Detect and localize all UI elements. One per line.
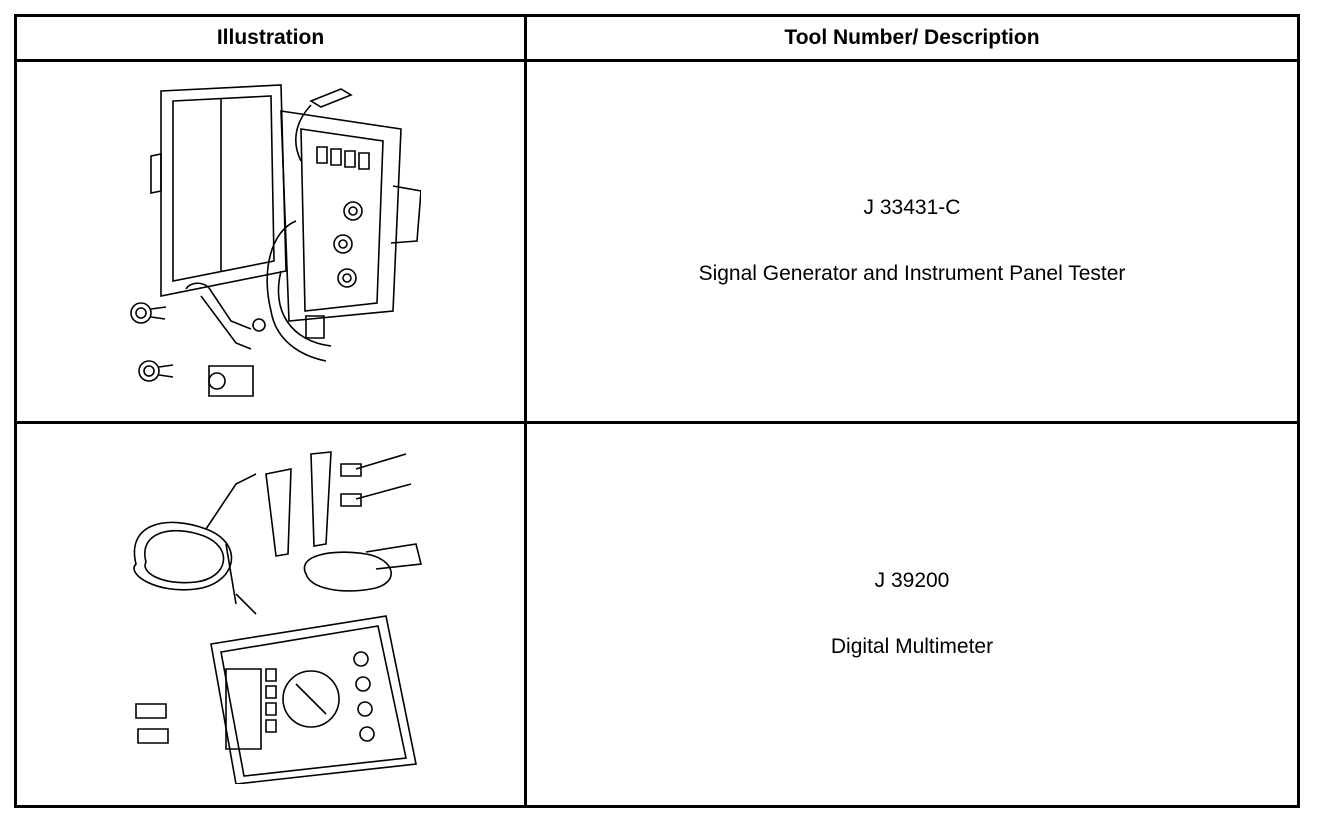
- tool-table: Illustration Tool Number/ Description: [14, 14, 1300, 809]
- table-row: J 33431-C Signal Generator and Instrumen…: [14, 59, 1300, 424]
- table-row: J 39200 Digital Multimeter: [14, 420, 1300, 809]
- illustration-cell: [14, 420, 527, 809]
- digital-multimeter-kit-icon: [116, 444, 426, 784]
- signal-generator-kit-icon: [121, 81, 421, 401]
- header-row: Illustration Tool Number/ Description: [14, 14, 1300, 62]
- tool-number: J 39200: [874, 569, 950, 593]
- tool-number: J 33431-C: [863, 196, 961, 220]
- tool-cell: J 39200 Digital Multimeter: [524, 420, 1300, 809]
- illustration-cell: [14, 59, 527, 424]
- header-tool-description: Tool Number/ Description: [524, 14, 1300, 62]
- header-illustration: Illustration: [14, 14, 527, 62]
- tool-description: Digital Multimeter: [830, 635, 994, 659]
- tool-cell: J 33431-C Signal Generator and Instrumen…: [524, 59, 1300, 424]
- tool-description: Signal Generator and Instrument Panel Te…: [698, 262, 1126, 286]
